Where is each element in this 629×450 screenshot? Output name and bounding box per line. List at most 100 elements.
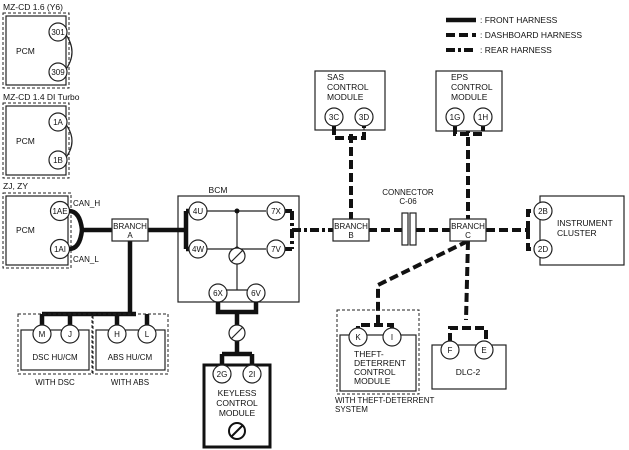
pcm-di-pin-1a (48, 112, 68, 132)
dlc-pin-f-label: F (448, 346, 453, 355)
bcm-junction-top (234, 208, 240, 214)
bcm: BCM 4U 4W 7X 7V 6X 6V (175, 185, 335, 303)
branch-a-box (111, 218, 149, 242)
pcm-group-zj-zy-outline (2, 192, 72, 269)
pcm-group-y6: MZ-CD 1.6 (Y6) PCM 301 309 (2, 2, 73, 89)
cluster-pin-2b (533, 201, 553, 221)
pcm-y6-pin-301 (48, 22, 68, 42)
sas-pin-3c-label: 3C (329, 113, 339, 122)
abs-pin-l (137, 324, 157, 344)
bcm-pin-4w-label: 4W (192, 245, 204, 254)
theft-label-line2: DETERRENT (354, 358, 406, 368)
pcm-group-y6-outline (2, 12, 70, 89)
branch-c-label-line1: BRANCH (451, 222, 485, 231)
eps-module: EPS CONTROL MODULE 1G 1H (435, 70, 503, 136)
front-harness (39, 208, 175, 326)
pcm-y6-pin-309-label: 309 (51, 68, 65, 77)
theft-note-line2: SYSTEM (335, 405, 368, 414)
bcm-pin-7x (266, 201, 286, 221)
theft-label-line3: CONTROL (354, 367, 396, 377)
cluster-box (539, 195, 625, 266)
keyless-no-connect-slash-2 (230, 424, 244, 438)
pcm-y6-pin-301-label: 301 (51, 28, 65, 37)
bcm-no-connect-slash (230, 249, 244, 263)
keyless-pin-2i (242, 364, 262, 384)
dlc-pin-f (440, 340, 460, 360)
bcm-pin-7v-label: 7V (271, 245, 281, 254)
theft-outline (336, 309, 420, 395)
eps-pin-1g-label: 1G (450, 113, 461, 122)
pcm-group-di-turbo: MZ-CD 1.4 DI Turbo PCM 1A 1B (2, 92, 80, 179)
pcm-di-label: PCM (16, 136, 35, 146)
connector-label-line1: CONNECTOR (382, 188, 434, 197)
sas-module: SAS CONTROL MODULE 3C 3D (314, 70, 386, 140)
legend-rear-label: : REAR HARNESS (480, 45, 552, 55)
dsc-pin-m-label: M (39, 330, 46, 339)
pcm-group-di-turbo-title: MZ-CD 1.4 DI Turbo (3, 92, 80, 102)
legend-dashboard-label: : DASHBOARD HARNESS (480, 30, 582, 40)
instrument-cluster: INSTRUMENT CLUSTER 2B 2D (526, 195, 625, 266)
sas-label-line1: SAS (327, 72, 344, 82)
sas-label-line3: MODULE (327, 92, 364, 102)
connector-half-left (401, 212, 409, 246)
dashboard-harness-to-dlc (464, 240, 470, 321)
cluster-pin-2d (533, 239, 553, 259)
eps-label-line1: EPS (451, 72, 468, 82)
theft-label-line4: MODULE (354, 376, 391, 386)
branch-c-label-line2: C (465, 231, 471, 240)
branch-a-label-line1: BRANCH (113, 222, 147, 231)
dsc-note: WITH DSC (35, 378, 75, 387)
branch-b-box (332, 218, 370, 242)
dlc-pin-e-label: E (481, 346, 486, 355)
abs-note: WITH ABS (111, 378, 149, 387)
bcm-pin-4u-label: 4U (193, 207, 203, 216)
dsc-pin-j (60, 324, 80, 344)
sas-pin-harness (332, 126, 366, 140)
theft-note-line1: WITH THEFT-DETERRENT (335, 396, 435, 405)
can-l-label: CAN_L (73, 255, 99, 264)
dlc-label: DLC-2 (456, 367, 481, 377)
dlc-pin-e (474, 340, 494, 360)
bcm-pin-6v-label: 6V (251, 289, 261, 298)
dlc-pin-harness (448, 326, 488, 342)
dlc-module: F E DLC-2 (431, 326, 507, 390)
keyless-pin-2i-label: 2I (249, 370, 256, 379)
keyless-label-line1: KEYLESS (218, 388, 257, 398)
cluster-label-line2: CLUSTER (557, 228, 597, 238)
branch-a: BRANCH A (111, 218, 149, 242)
pcm-y6-label: PCM (16, 46, 35, 56)
eps-pin-1h-label: 1H (478, 113, 488, 122)
pcm-zj-pin-1ae-label: 1AE (52, 207, 67, 216)
dsc-abs-modules: M J H L DSC HU/CM ABS HU/CM WITH DSC WIT… (17, 313, 169, 387)
cluster-label-line1: INSTRUMENT (557, 218, 613, 228)
bcm-right-harness (284, 209, 335, 251)
legend: : FRONT HARNESS : DASHBOARD HARNESS : RE… (446, 15, 582, 55)
cluster-pin-harness (526, 209, 534, 251)
eps-pin-harness (453, 126, 485, 136)
cluster-pin-2b-label: 2B (538, 207, 548, 216)
eps-label-line3: MODULE (451, 92, 488, 102)
connector-half-right (409, 212, 417, 246)
front-harness-pcm-high (68, 208, 112, 233)
theft-label-line1: THEFT- (354, 349, 384, 359)
keyless-label-line3: MODULE (219, 408, 256, 418)
can-h-label: CAN_H (73, 199, 100, 208)
abs-pin-h-label: H (114, 330, 120, 339)
front-harness-pcm-low (68, 229, 85, 252)
abs-pin-l-label: L (145, 330, 150, 339)
bcm-pin-7v (266, 239, 286, 259)
cluster-pin-2d-label: 2D (538, 245, 548, 254)
branch-b-label-line1: BRANCH (334, 222, 368, 231)
dsc-pin-m (32, 324, 52, 344)
pcm-group-zj-zy-title: ZJ, ZY (3, 181, 28, 191)
connector-label-line2: C-06 (399, 197, 417, 206)
branch-c-box (449, 218, 487, 242)
theft-pin-i (382, 327, 402, 347)
bcm-pin-6x-label: 6X (213, 289, 223, 298)
bcm-pin-7x-label: 7X (271, 207, 281, 216)
sas-pin-3d-label: 3D (359, 113, 369, 122)
eps-pin-1g (445, 107, 465, 127)
bcm-left-harness (175, 208, 196, 252)
abs-pin-h (107, 324, 127, 344)
keyless-module: 2G 2I KEYLESS CONTROL MODULE (202, 302, 272, 449)
